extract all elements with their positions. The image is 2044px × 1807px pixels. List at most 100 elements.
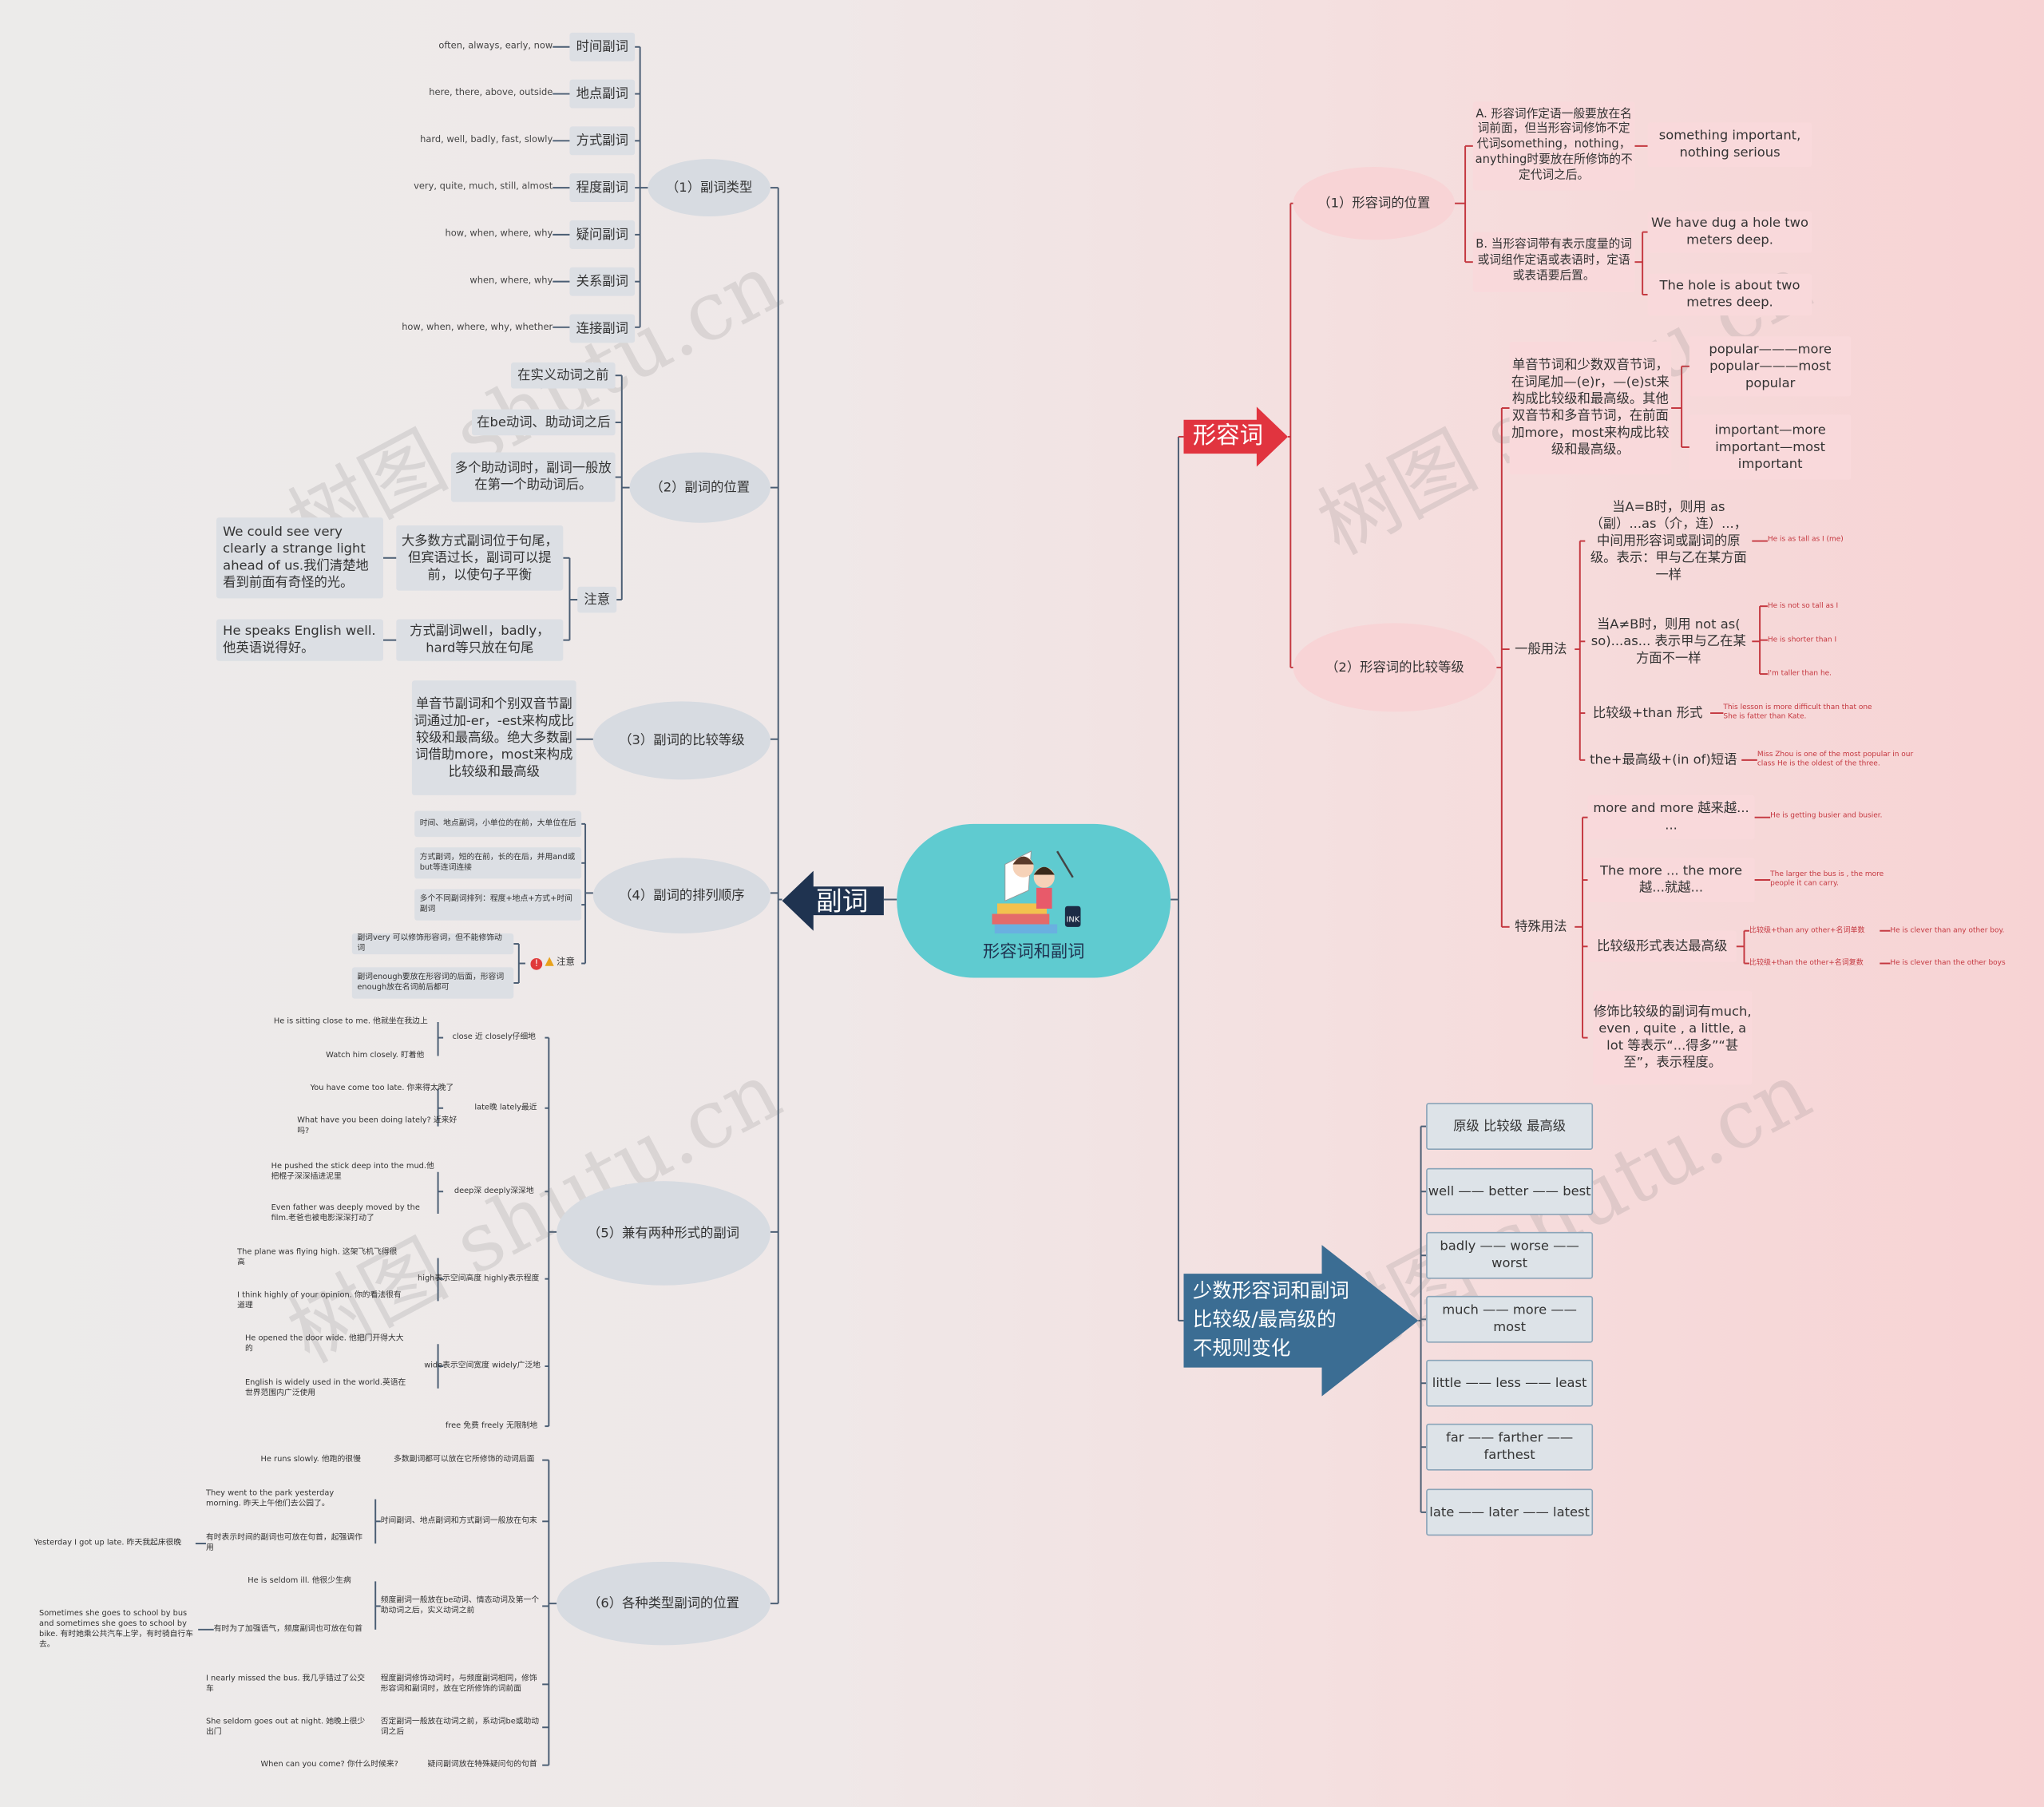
adj-comparison-example: important—more important—most important — [1689, 414, 1852, 480]
positions-rule[interactable]: 疑问副词放在特殊疑问句的句首 — [427, 1760, 537, 1769]
positions-rule[interactable]: 程度副词修饰动词时，与频度副词相同，修饰形容词和副词时，放在它所修饰的词前面 — [380, 1674, 537, 1694]
adj-position-b[interactable]: B. 当形容词带有表示度量的词或词组作定语或表语时，定语或表语要后置。 — [1472, 232, 1635, 292]
type-example: when, where, why — [469, 275, 553, 287]
position-item[interactable]: 在be动词、助动词之后 — [472, 409, 616, 436]
fuci-position-node[interactable]: （2）副词的位置 — [629, 452, 770, 523]
adj-special-subitem[interactable]: 比较级+than the other+名词复数 — [1749, 959, 1864, 967]
type-tag[interactable]: 时间副词 — [569, 32, 636, 61]
position-note[interactable]: 注意 — [577, 586, 617, 613]
fuci-comparison-node[interactable]: （3）副词的比较等级 — [592, 701, 770, 780]
fuci-types-node[interactable]: （1）副词类型 — [648, 159, 770, 217]
adj-special-node[interactable]: 特殊用法 — [1515, 919, 1567, 934]
type-tag[interactable]: 方式副词 — [569, 126, 636, 156]
fuci-label: 副词 — [816, 885, 869, 917]
type-tag[interactable]: 地点副词 — [569, 79, 636, 109]
position-note-example: We could see very clearly a strange ligh… — [216, 517, 383, 599]
position-note-example: He speaks English well.他英语说得好。 — [216, 619, 383, 661]
adj-special-item[interactable]: more and more 越来越... ... — [1587, 795, 1755, 840]
dual-example: Watch him closely. 盯着他 — [326, 1051, 425, 1060]
type-example: how, when, where, why — [445, 228, 553, 240]
adj-general-example: I'm taller than he. — [1767, 669, 1832, 678]
adj-special-subitem[interactable]: 比较级+than any other+名词单数 — [1749, 926, 1865, 935]
dual-pair[interactable]: wide表示空间宽度 widely广泛地 — [424, 1361, 541, 1371]
dual-example: The plane was flying high. 这架飞机飞得很高 — [237, 1247, 398, 1267]
error-icon: ! — [530, 957, 543, 969]
positions-sub[interactable]: 有时为了加强语气，频度副词也可放在句首 — [213, 1624, 362, 1634]
irregular-header: 原级 比较级 最高级 — [1426, 1103, 1594, 1150]
type-tag[interactable]: 疑问副词 — [569, 220, 636, 249]
irregular-row: much —— more —— most — [1426, 1295, 1594, 1343]
adj-special-item[interactable]: 修饰比较级的副词有much, even , quite , a little, … — [1593, 990, 1753, 1085]
position-item[interactable]: 在实义动词之前 — [511, 362, 616, 389]
adj-comparison-example: popular———more popular———most popular — [1689, 336, 1852, 397]
adj-general-example: This lesson is more difficult than that … — [1723, 704, 1872, 721]
dual-pair[interactable]: deep深 deeply深深地 — [454, 1186, 534, 1196]
adj-general-item[interactable]: 当A=B时，则用 as（副）...as（介，连）...，中间用形容词或副词的原级… — [1590, 500, 1748, 582]
fuci-dual-node[interactable]: （5）兼有两种形式的副词 — [557, 1181, 770, 1286]
positions-example: He runs slowly. 他跑的很慢 — [260, 1455, 361, 1464]
positions-rule[interactable]: 否定副词一般放在动词之前，系动词be或助动词之后 — [380, 1717, 540, 1737]
svg-text:INK: INK — [1067, 915, 1080, 924]
fuci-main-node[interactable]: 副词 — [782, 870, 884, 931]
order-note-item: 副词very 可以修饰形容词，但不能修饰动词 — [351, 933, 514, 955]
irregular-row: far —— farther —— farthest — [1426, 1423, 1594, 1471]
adj-position-a-example: something important, nothing serious — [1647, 122, 1812, 167]
adj-general-example: He is as tall as I (me) — [1767, 535, 1844, 544]
type-tag[interactable]: 关系副词 — [569, 267, 636, 296]
type-tag[interactable]: 程度副词 — [569, 173, 636, 203]
dual-example: You have come too late. 你来得太晚了 — [310, 1083, 454, 1093]
adj-position-a[interactable]: A. 形容词作定语一般要放在名词前面，但当形容词修饰不定代词something，… — [1472, 101, 1635, 191]
adj-position-b-example: The hole is about two metres deep. — [1647, 273, 1812, 316]
dual-pair[interactable]: free 免费 freely 无限制地 — [445, 1421, 538, 1431]
dual-pair[interactable]: late晚 lately最近 — [474, 1103, 537, 1112]
irregular-main-node[interactable]: 少数形容词和副词比较级/最高级的不规则变化 — [1183, 1245, 1419, 1397]
order-note-item: 副词enough要放在形容词的后面，形容词enough放在名词前后都可 — [351, 967, 514, 999]
irregular-label: 少数形容词和副词比较级/最高级的不规则变化 — [1192, 1279, 1349, 1360]
root-node[interactable]: INK 形容词和副词 — [897, 823, 1171, 978]
adj-special-item[interactable]: 比较级形式表达最高级 — [1587, 930, 1737, 962]
type-example: very, quite, much, still, almost — [414, 181, 553, 192]
xingrongci-main-node[interactable]: 形容词 — [1183, 406, 1289, 467]
dual-example: What have you been doing lately? 近来好吗? — [297, 1116, 458, 1136]
dual-pair[interactable]: close 近 closely仔细地 — [452, 1032, 536, 1042]
position-note-item[interactable]: 方式副词well，badly，hard等只放在句尾 — [396, 619, 564, 661]
adj-general-example: Miss Zhou is one of the most popular in … — [1757, 751, 1914, 768]
adj-general-example: He is shorter than I — [1767, 636, 1837, 644]
type-tag[interactable]: 连接副词 — [569, 314, 636, 343]
adj-general-item[interactable]: the+最高级+(in of)短语 — [1590, 752, 1737, 767]
dual-example: Even father was deeply moved by the film… — [271, 1203, 420, 1223]
adj-special-example: He is clever than the other boys — [1890, 959, 2006, 967]
root-title: 形容词和副词 — [982, 941, 1085, 962]
fuci-comparison-text: 单音节副词和个别双音节副词通过加-er，-est来构成比较级和最高级。绝大多数副… — [411, 680, 576, 795]
positions-rule[interactable]: 时间副词、地点副词和方式副词一般放在句末 — [380, 1516, 537, 1526]
students-reading-illustration: INK — [992, 850, 1081, 933]
fuci-order-node[interactable]: （4）副词的排列顺序 — [592, 858, 770, 933]
positions-rule[interactable]: 频度副词一般放在be动词、情态动词及第一个助动词之后，实义动词之前 — [380, 1595, 540, 1615]
positions-subexample: Yesterday I got up late. 昨天我起床很晚 — [34, 1538, 182, 1548]
positions-subexample: Sometimes she goes to school by bus and … — [38, 1609, 194, 1649]
adj-special-item[interactable]: The more ... the more 越...就越... — [1587, 858, 1755, 902]
adj-comparison-node[interactable]: （2）形容词的比较等级 — [1293, 623, 1497, 712]
order-item: 多个不同副词排列：程度+地点+方式+时间副词 — [414, 889, 582, 921]
adj-general-item[interactable]: 当A≠B时，则用 not as( so)...as... 表示甲与乙在某方面不一… — [1590, 617, 1746, 666]
order-item: 方式副词，短的在前，长的在后，并用and或but等连词连接 — [414, 847, 582, 879]
fuci-positions-node[interactable]: （6）各种类型副词的位置 — [557, 1561, 770, 1646]
adj-comparison-rule[interactable]: 单音节词和少数双音节词，在词尾加—(e)r，—(e)st来构成比较级和最高级。其… — [1509, 341, 1672, 475]
order-note[interactable]: ! ▲ 注意 — [525, 954, 580, 973]
position-note-item[interactable]: 大多数方式副词位于句尾，但宾语过长，副词可以提前，以使句子平衡 — [396, 525, 564, 591]
positions-sub[interactable]: 有时表示时间的副词也可放在句首，起强调作用 — [205, 1533, 362, 1553]
positions-example: He is seldom ill. 他很少生病 — [248, 1576, 351, 1586]
adj-general-node[interactable]: 一般用法 — [1515, 642, 1567, 657]
irregular-row: badly —— worse —— worst — [1426, 1231, 1594, 1279]
position-item[interactable]: 多个助动词时，副词一般放在第一个助动词后。 — [450, 452, 616, 502]
adj-position-node[interactable]: （1）形容词的位置 — [1293, 166, 1456, 240]
positions-rule[interactable]: 多数副词都可以放在它所修饰的动词后面 — [394, 1455, 535, 1464]
adj-general-example: He is not so tall as I — [1767, 601, 1839, 610]
adj-general-item[interactable]: 比较级+than 形式 — [1592, 706, 1703, 721]
arrow-left-shape — [782, 870, 884, 931]
dual-pair[interactable]: high表示空间高度 highly表示程度 — [418, 1274, 540, 1283]
dual-example: He is sitting close to me. 他就坐在我边上 — [273, 1016, 428, 1027]
dual-example: English is widely used in the world.英语在世… — [244, 1378, 406, 1398]
